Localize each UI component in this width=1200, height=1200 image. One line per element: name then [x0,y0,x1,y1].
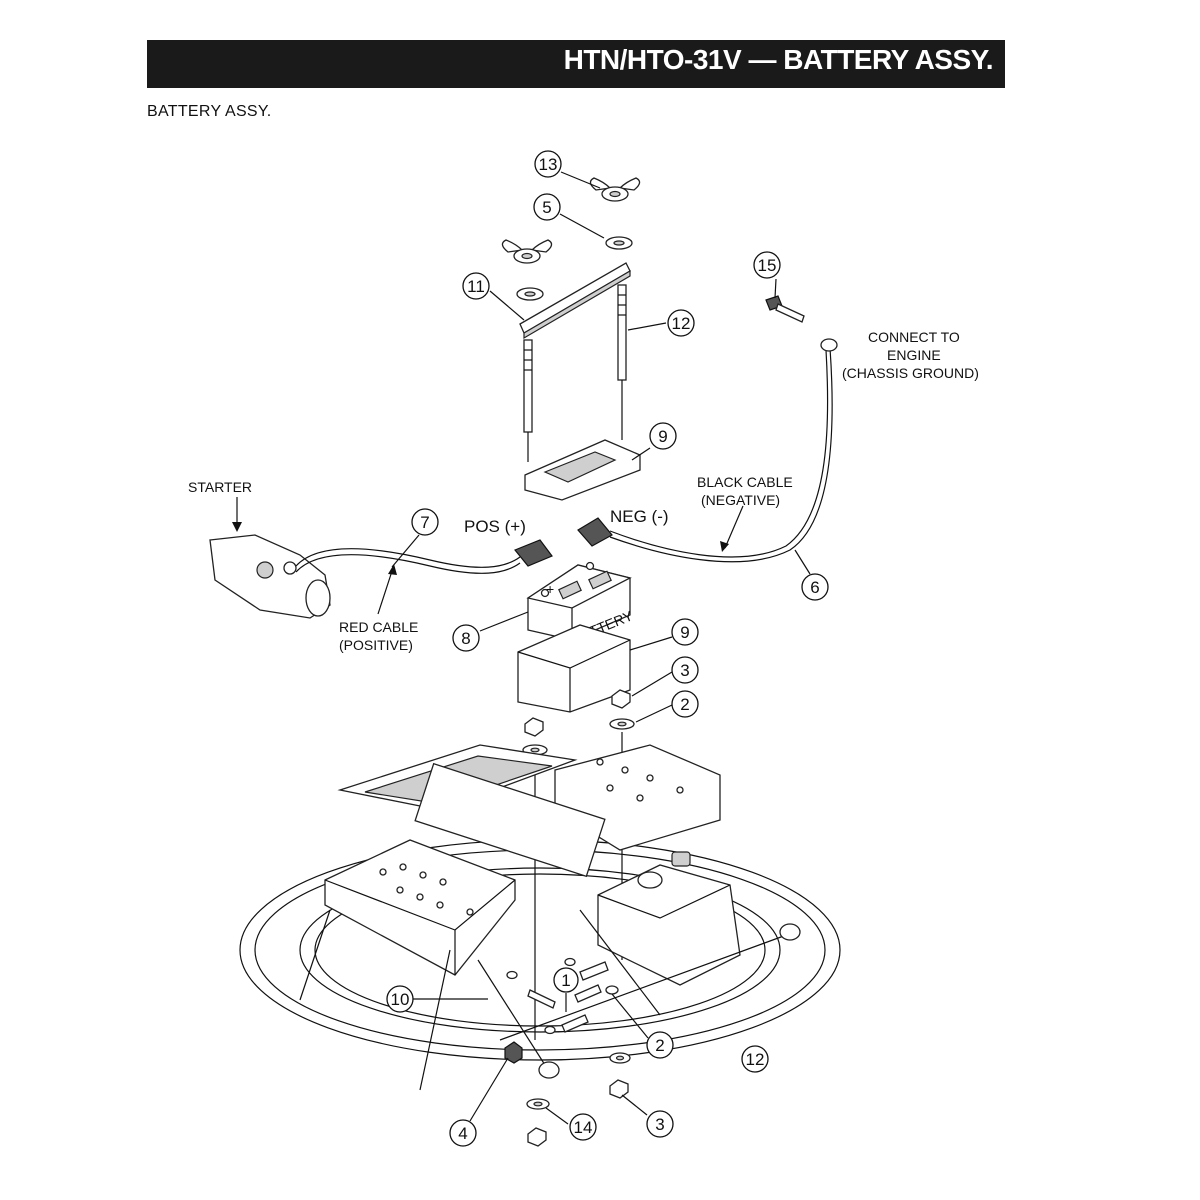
callout-6: 6 [801,573,829,601]
starter [209,534,331,619]
leader-lines [232,171,811,1125]
label-red-cable-positive: (POSITIVE) [339,637,413,653]
machine-frame [239,744,841,1091]
callout-10: 10 [386,985,414,1013]
diagram-subtitle: BATTERY ASSY. [147,103,272,120]
callout-4: 4 [449,1119,477,1147]
svg-text:1: 1 [561,971,570,990]
svg-text:2: 2 [680,695,689,714]
callout-12-upper: 12 [667,309,695,337]
callout-9-upper: 9 [649,422,677,450]
ground-bolt [765,295,805,323]
nut-lower-left [527,1127,547,1147]
svg-text:7: 7 [420,513,429,532]
label-starter: STARTER [188,479,252,495]
battery-tray [517,624,631,713]
page-title: HTN/HTO-31V — BATTERY ASSY. [563,44,994,75]
callout-9-lower: 9 [671,618,699,646]
callout-15: 15 [753,251,781,279]
label-black-cable: BLACK CABLE [697,474,793,490]
callout-2-lower: 2 [646,1031,674,1059]
svg-text:11: 11 [467,277,485,296]
nut-4 [504,1041,523,1064]
svg-text:6: 6 [810,578,819,597]
callout-3-lower: 3 [646,1110,674,1138]
svg-text:9: 9 [658,427,667,446]
svg-text:8: 8 [461,629,470,648]
svg-text:15: 15 [758,256,777,275]
hold-down-bar [519,262,631,340]
svg-text:9: 9 [680,623,689,642]
svg-text:4: 4 [458,1124,467,1143]
label-connect-to: CONNECT TO [868,329,960,345]
bolt-1-set [506,957,619,1035]
callout-2-upper: 2 [671,690,699,718]
black-cable [577,338,838,563]
callout-11: 11 [462,272,490,300]
svg-text:14: 14 [574,1118,593,1137]
label-red-cable: RED CABLE [339,619,418,635]
lock-washer-right [605,236,633,250]
label-black-cable-negative: (NEGATIVE) [701,492,780,508]
wing-nut-right [589,177,641,202]
wing-nut-left [501,239,553,264]
washer-2-upper [609,718,635,730]
svg-text:12: 12 [746,1050,765,1069]
nut-left [524,717,544,737]
svg-text:10: 10 [391,990,410,1009]
callout-5: 5 [533,193,561,221]
callout-3-upper: 3 [671,656,699,684]
callout-7: 7 [411,508,439,536]
nut-3-lower [609,1079,629,1099]
plus-sign: + [546,581,554,597]
callout-14: 14 [569,1113,597,1141]
svg-text:3: 3 [680,661,689,680]
red-cable [295,539,553,574]
callout-12-lower: 12 [741,1045,769,1073]
nut-3-upper [611,689,631,709]
lock-washer-left [516,287,544,301]
washer-14 [526,1098,550,1110]
callout-1: 1 [553,967,579,993]
label-neg: NEG (-) [610,507,669,526]
label-engine: ENGINE [887,347,941,363]
svg-text:5: 5 [542,198,551,217]
svg-text:12: 12 [672,314,691,333]
title-bar: HTN/HTO-31V — BATTERY ASSY. [147,40,1005,88]
washer-frame-right [609,1052,631,1064]
svg-text:2: 2 [655,1036,664,1055]
j-bolts [523,284,627,462]
label-pos: POS (+) [464,517,526,536]
battery-hold-down-cover [524,439,641,501]
svg-text:3: 3 [655,1115,664,1134]
callout-13: 13 [534,150,562,178]
label-chassis-ground: (CHASSIS GROUND) [842,365,979,381]
svg-text:13: 13 [539,155,558,174]
callout-8: 8 [452,624,480,652]
